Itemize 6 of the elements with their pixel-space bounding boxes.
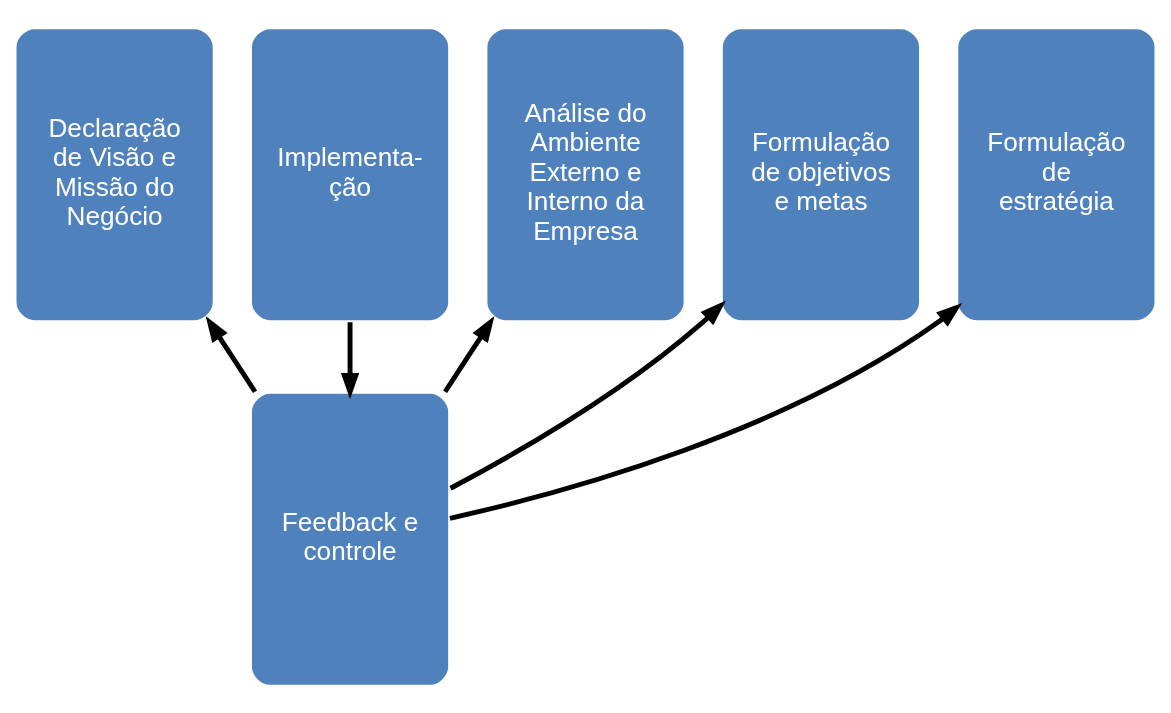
- arrow: [340, 321, 360, 399]
- arrow: [205, 315, 258, 393]
- arrow: [449, 299, 726, 490]
- node-box: Feedback e controle: [248, 390, 452, 688]
- arrow: [449, 302, 963, 521]
- arrow: [443, 315, 495, 393]
